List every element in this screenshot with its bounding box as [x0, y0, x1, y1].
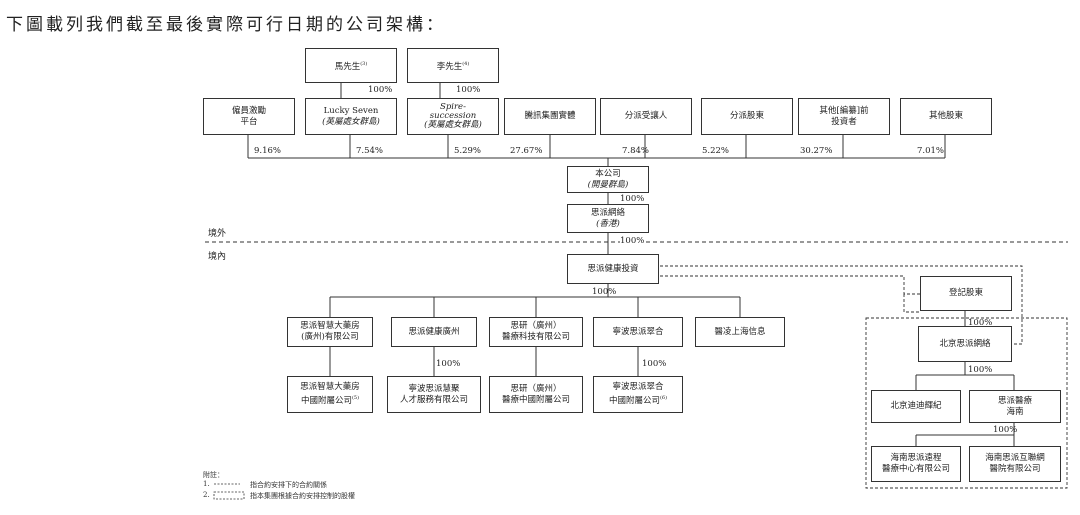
- pct-tencent: 27.67%: [510, 146, 543, 156]
- vie-hainan-medical: 思派醫療海南: [969, 390, 1061, 423]
- shareholder-tencent: 騰訊集團實體: [504, 98, 596, 135]
- pct-pre-ipo: 30.27%: [800, 146, 833, 156]
- pct-transferee: 7.84%: [622, 146, 650, 156]
- shareholder-distribution-shareholders: 分派股東: [701, 98, 793, 135]
- subsub-siyan-prc: 思研（廣州）醫療中國附屬公司: [489, 376, 583, 413]
- region-offshore: 境外: [208, 229, 227, 239]
- notes-heading: 附註：: [203, 471, 224, 479]
- sub-health-guangzhou: 思派健康廣州: [391, 317, 477, 347]
- note-1: 指合約安排下的合約關係: [250, 481, 327, 489]
- vie-beijing-didi: 北京迪迪輝紀: [871, 390, 961, 423]
- sub-ningbo-cuihe: 寧波思派翠合: [593, 317, 683, 347]
- page-title: 下圖載列我們截至最後實際可行日期的公司架構：: [6, 15, 446, 35]
- person-li: 李先生(4): [407, 48, 499, 83]
- pct-ma: 100%: [368, 85, 393, 95]
- subsub-ningbo-cuihe-prc: 寧波思派翠合中國附屬公司(6): [593, 376, 683, 413]
- shareholder-spire-succession: Spire-succession(英屬處女群島): [407, 98, 499, 135]
- vie-hainan-remote: 海南思派遠程醫療中心有限公司: [871, 446, 961, 482]
- vie-hainan-internet-hospital: 海南思派互聯網醫院有限公司: [969, 446, 1061, 482]
- subsub-pharmacy-prc: 思派智慧大藥房中國附屬公司(5): [287, 376, 373, 413]
- sub-yiling-shanghai: 醫凌上海信息: [695, 317, 785, 347]
- vie-registered-shareholders: 登記股東: [920, 276, 1012, 311]
- sub-siyan-guangzhou: 思研（廣州）醫療科技有限公司: [489, 317, 583, 347]
- sub-pharmacy-guangzhou: 思派智慧大藥房(廣州)有限公司: [287, 317, 373, 347]
- pct-lucky: 7.54%: [356, 146, 384, 156]
- company-invest: 思派健康投資: [567, 254, 659, 284]
- pct-invest-subs: 100%: [592, 287, 617, 297]
- note-2: 指本集團根據合約安排控制的股權: [250, 492, 355, 500]
- pct-vie-bj: 100%: [968, 365, 993, 375]
- pct-vie-hn: 100%: [993, 425, 1018, 435]
- pct-company-hk: 100%: [620, 194, 645, 204]
- pct-employee: 9.16%: [254, 146, 282, 156]
- company-cayman: 本公司(開曼群島): [567, 166, 649, 193]
- pct-sub-ningbo: 100%: [642, 359, 667, 369]
- subsub-ningbo-huiju: 寧波思派慧聚人才服務有限公司: [387, 376, 481, 413]
- pct-li: 100%: [456, 85, 481, 95]
- pct-spire: 5.29%: [454, 146, 482, 156]
- region-onshore: 境內: [208, 252, 227, 262]
- pct-dist-shareholders: 5.22%: [702, 146, 730, 156]
- pct-vie-reg: 100%: [968, 318, 993, 328]
- company-hk: 思派網絡(香港): [567, 204, 649, 233]
- shareholder-employee-incentive: 僱員激勵平台: [203, 98, 295, 135]
- shareholder-distribution-transferee: 分派受讓人: [600, 98, 692, 135]
- pct-hk-invest: 100%: [620, 236, 645, 246]
- shareholder-lucky-seven: Lucky Seven(英屬處女群島): [305, 98, 397, 135]
- person-ma: 馬先生(3): [305, 48, 397, 83]
- vie-beijing-network: 北京思派網絡: [918, 326, 1012, 362]
- note-1-number: 1.: [203, 480, 210, 488]
- pct-sub-health: 100%: [436, 359, 461, 369]
- pct-other: 7.01%: [917, 146, 945, 156]
- shareholder-pre-ipo-investors: 其他[編纂]前投資者: [798, 98, 890, 135]
- shareholder-other: 其他股東: [900, 98, 992, 135]
- note-2-number: 2.: [203, 491, 210, 499]
